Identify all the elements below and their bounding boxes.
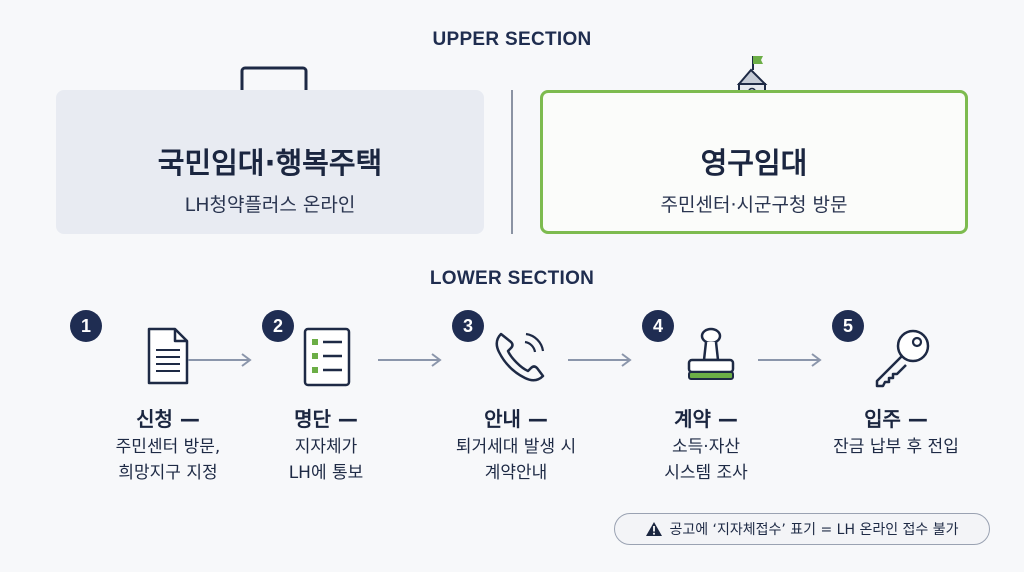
arrow-icon (188, 353, 252, 367)
step-description: 주민센터 방문, 희망지구 지정 (78, 434, 258, 486)
step-number-badge: 2 (262, 310, 294, 342)
upper-section-title: UPPER SECTION (432, 29, 592, 50)
step-title: 계약 — (674, 407, 738, 431)
section-divider (511, 90, 513, 234)
document-icon (147, 327, 189, 385)
step-desc-line: 희망지구 지정 (118, 463, 218, 483)
key-icon (875, 329, 930, 388)
step-description: 지자체가 LH에 통보 (236, 434, 416, 486)
card-subtitle: LH청약플러스 온라인 (184, 194, 356, 216)
card-subtitle: 주민센터·시군구청 방문 (660, 194, 848, 216)
step-desc-line: 소득·자산 (672, 437, 740, 457)
checklist-icon (303, 327, 351, 387)
step-title: 신청 — (136, 407, 200, 431)
warning-note: 공고에 ‘지자체접수’ 표기 = LH 온라인 접수 불가 (614, 513, 990, 545)
phone-icon (495, 332, 545, 382)
lower-section-title: LOWER SECTION (429, 268, 595, 289)
step-desc-line: 주민센터 방문, (115, 437, 221, 457)
step-description: 퇴거세대 발생 시 계약안내 (426, 434, 606, 486)
step-number-badge: 3 (452, 310, 484, 342)
step-number-badge: 5 (832, 310, 864, 342)
step-title: 명단 — (294, 407, 358, 431)
arrow-icon (378, 353, 442, 367)
online-application-card: 국민임대·행복주택 LH청약플러스 온라인 (56, 90, 484, 234)
step-desc-line: 잔금 납부 후 전입 (833, 437, 959, 457)
step-description: 잔금 납부 후 전입 (806, 434, 986, 460)
step-desc-line: 지자체가 (294, 437, 358, 457)
arrow-icon (568, 353, 632, 367)
card-title: 영구임대 (700, 146, 808, 180)
step-desc-line: 퇴거세대 발생 시 (455, 437, 577, 457)
step-number-badge: 4 (642, 310, 674, 342)
stamp-icon (687, 327, 735, 380)
step-desc-line: 계약안내 (484, 463, 548, 483)
step-description: 소득·자산 시스템 조사 (616, 434, 796, 486)
warning-note-text: 공고에 ‘지자체접수’ 표기 = LH 온라인 접수 불가 (669, 522, 959, 538)
step-title: 안내 — (484, 407, 548, 431)
arrow-icon (758, 353, 822, 367)
visit-application-card: 영구임대 주민센터·시군구청 방문 (540, 90, 968, 234)
warning-icon (646, 522, 663, 536)
step-desc-line: LH에 통보 (288, 463, 364, 483)
step-desc-line: 시스템 조사 (664, 463, 748, 483)
card-title: 국민임대·행복주택 (157, 146, 383, 180)
step-title: 입주 — (864, 407, 928, 431)
step-number-badge: 1 (70, 310, 102, 342)
